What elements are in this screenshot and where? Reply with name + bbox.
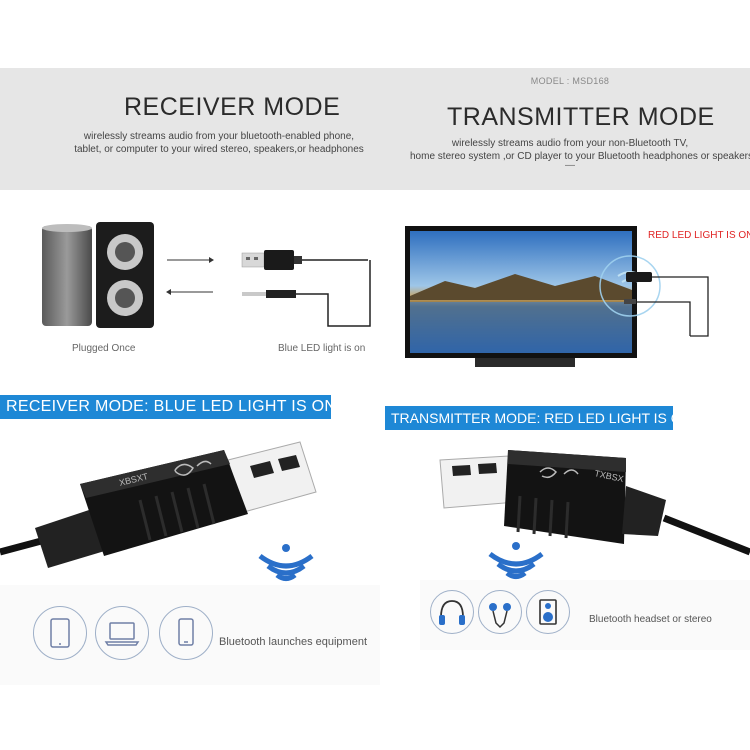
dongle-and-cable-diagram xyxy=(241,250,371,327)
cylinder-speaker xyxy=(42,226,92,326)
earphones-icon xyxy=(478,590,522,634)
header-dash: — xyxy=(565,160,575,171)
usb-plug xyxy=(241,252,265,268)
transmitter-dongle-image: TXBSX xyxy=(439,450,750,556)
speakers-image xyxy=(42,222,154,328)
receiver-jack-plug xyxy=(35,508,108,568)
right-bottom-caption: Bluetooth headset or stereo xyxy=(589,614,712,625)
tv-stand xyxy=(475,358,575,367)
transmitter-desc-line1: wirelessly streams audio from your non-B… xyxy=(451,138,689,149)
transmitter-jack-plug xyxy=(622,486,666,536)
left-bottom-caption: Bluetooth launches equipment xyxy=(219,636,367,648)
audio-cable xyxy=(296,260,371,327)
bottom-right-band xyxy=(420,580,750,650)
receiver-desc-line1: wirelessly streams audio from your bluet… xyxy=(83,131,355,142)
header-band xyxy=(0,68,750,190)
music-note-logo-icon xyxy=(539,467,579,479)
signal-ring xyxy=(599,255,661,317)
tv-image xyxy=(405,226,637,367)
direction-arrows xyxy=(166,257,214,295)
speaker-icon xyxy=(526,590,570,634)
red-led-caption: RED LED LIGHT IS ON xyxy=(648,230,750,241)
transmitter-mode-description: wirelessly streams audio from your non-B… xyxy=(410,137,750,163)
receiver-desc-line2: tablet, or computer to your wired stereo… xyxy=(74,144,364,155)
tv-dongle-diagram xyxy=(599,255,709,337)
audio-jack-tip xyxy=(242,292,266,296)
small-dongle xyxy=(264,250,294,270)
headphones-icon xyxy=(430,590,474,634)
phone-icon xyxy=(159,606,213,660)
tv-audio-cable xyxy=(634,301,691,336)
transmitter-usb-plug xyxy=(439,455,517,509)
receiver-dongle-image: XBSXT xyxy=(0,441,317,568)
tv-dongle xyxy=(626,272,652,282)
transmitter-mode-banner: TRANSMITTER MODE: RED LED LIGHT IS ON xyxy=(385,406,692,430)
transmitter-mode-title: TRANSMITTER MODE xyxy=(447,103,715,131)
plugged-once-caption: Plugged Once xyxy=(72,343,136,354)
transmitter-cable xyxy=(662,514,750,556)
transmitter-desc-line2: home stereo system ,or CD player to your… xyxy=(410,151,750,162)
laptop-icon xyxy=(95,606,149,660)
wifi-signal-icon xyxy=(488,542,544,579)
receiver-mode-title: RECEIVER MODE xyxy=(124,93,341,121)
receiver-mode-banner: RECEIVER MODE: BLUE LED LIGHT IS ON xyxy=(0,395,336,419)
receiver-mode-description: wirelessly streams audio from your bluet… xyxy=(58,130,380,156)
blue-led-caption: Blue LED light is on xyxy=(278,343,366,354)
model-label: MODEL : MSD168 xyxy=(530,76,610,86)
music-note-logo-icon xyxy=(174,460,212,476)
tablet-icon xyxy=(33,606,87,660)
wifi-signal-icon xyxy=(258,544,314,581)
